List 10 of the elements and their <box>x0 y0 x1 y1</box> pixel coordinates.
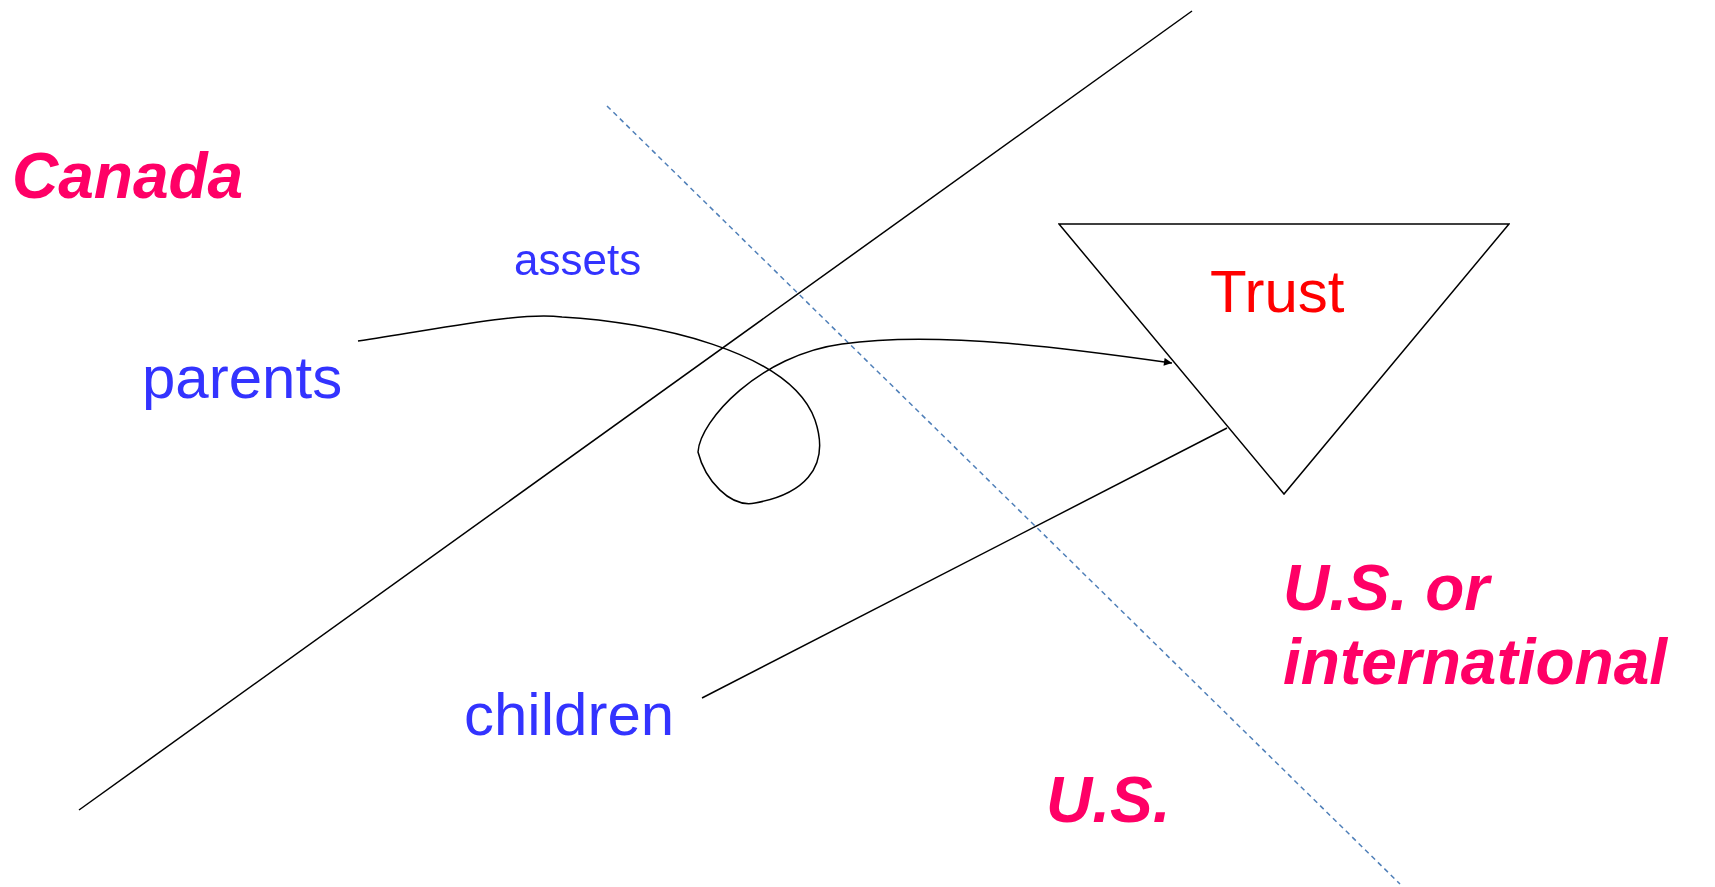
node-text: parents <box>142 345 382 415</box>
connector-line <box>701 427 1228 699</box>
region-label: U.S. or international <box>1283 552 1669 700</box>
region-label: U.S. <box>1046 764 1172 838</box>
edge-label: assets <box>514 236 642 285</box>
region-label: Canada <box>12 140 245 214</box>
arrow <box>357 315 1173 505</box>
node-text: children <box>464 682 714 752</box>
node-label: Trust <box>1210 262 1345 322</box>
triangle-node <box>1058 222 1510 497</box>
